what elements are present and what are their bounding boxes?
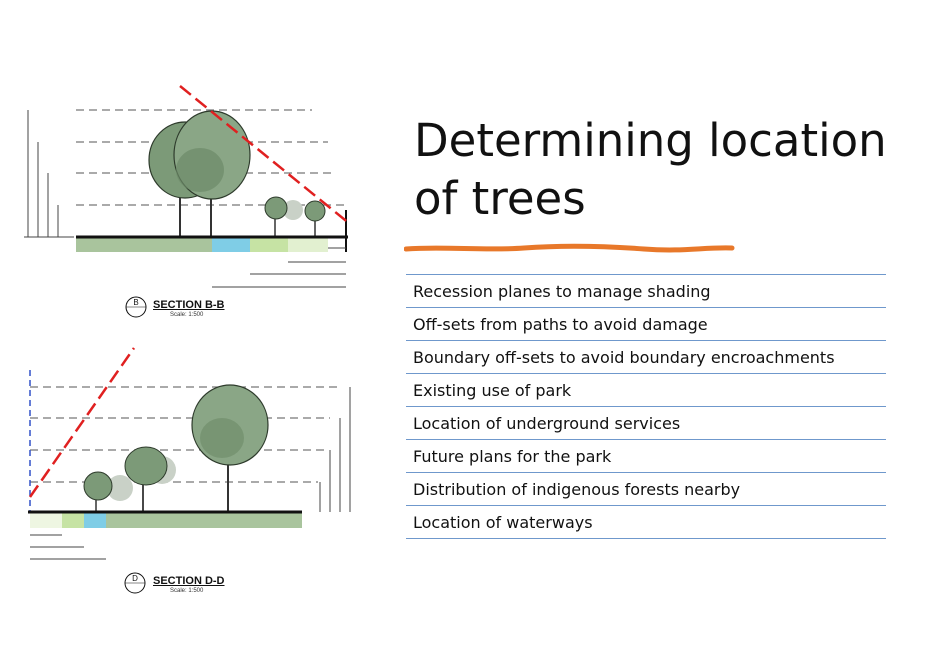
trees-d	[83, 384, 269, 512]
section-b-scale: Scale: 1:500	[170, 312, 204, 318]
list-item: Distribution of indigenous forests nearb…	[406, 473, 886, 506]
list-item: Off-sets from paths to avoid damage	[406, 308, 886, 341]
section-d-marker: D	[132, 574, 138, 583]
section-b-marker: B	[133, 298, 139, 307]
section-d-title: SECTION D-D	[153, 575, 225, 587]
title-accent-underline	[404, 243, 735, 253]
section-d-d-drawing	[28, 347, 351, 594]
list-item: Future plans for the park	[406, 440, 886, 473]
list-item: Recession planes to manage shading	[406, 275, 886, 308]
section-b-title: SECTION B-B	[153, 299, 225, 311]
trees-b	[148, 110, 326, 237]
section-b-b-drawing	[24, 85, 351, 318]
section-d-scale: Scale: 1:500	[170, 588, 204, 594]
bullet-list: Recession planes to manage shading Off-s…	[406, 274, 886, 539]
list-item: Boundary off-sets to avoid boundary encr…	[406, 341, 886, 374]
list-item: Location of waterways	[406, 506, 886, 539]
list-item: Location of underground services	[406, 407, 886, 440]
slide-title: Determining location of trees	[414, 114, 887, 225]
list-item: Existing use of park	[406, 374, 886, 407]
